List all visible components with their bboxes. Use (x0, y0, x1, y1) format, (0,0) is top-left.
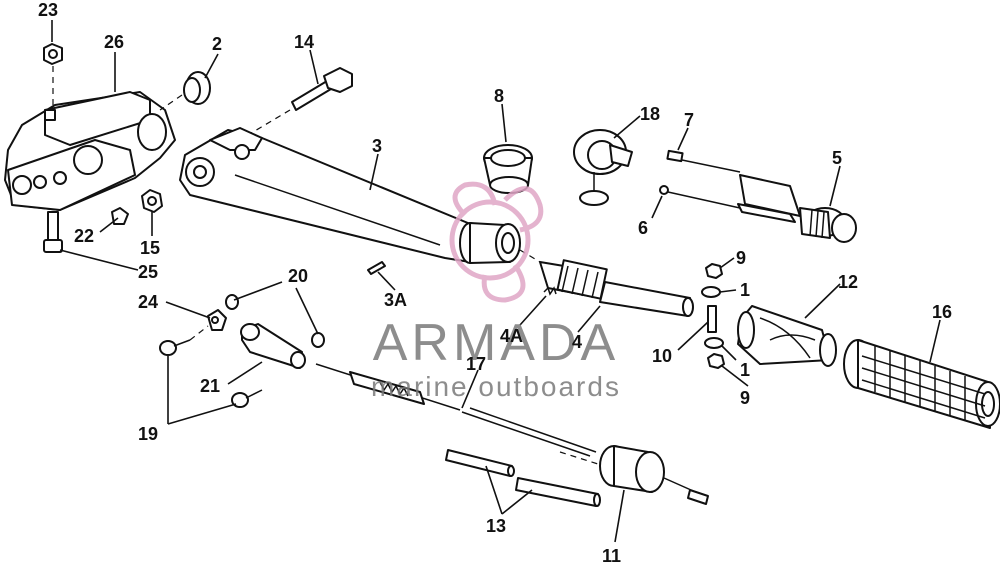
part-1-washer-upper (701, 286, 721, 298)
callout-8: 8 (494, 86, 504, 106)
callout-25: 25 (138, 262, 158, 282)
callout-3A: 3A (384, 290, 407, 310)
part-6-wire (659, 185, 741, 209)
callout-3: 3 (372, 136, 382, 156)
callout-16: 16 (932, 302, 952, 322)
callout-23: 23 (38, 0, 58, 20)
callout-4A: 4A (500, 326, 523, 346)
callout-13: 13 (486, 516, 506, 536)
callout-22: 22 (74, 226, 94, 246)
part-25-bolt (43, 211, 63, 253)
part-18-clamp (573, 129, 633, 206)
watermark-brand: ARMADA (373, 314, 619, 372)
part-24-bracket (207, 309, 227, 331)
part-3A-pin (367, 261, 386, 275)
part-5-switch (737, 174, 857, 243)
part-16-handle-grip (843, 339, 1000, 429)
callout-15: 15 (140, 238, 160, 258)
part-10-stud (707, 305, 717, 333)
callout-9-lower: 9 (740, 388, 750, 408)
callout-1-upper: 1 (740, 280, 750, 300)
part-9-nut-lower (707, 353, 725, 369)
part-13-tube-upper (445, 449, 515, 477)
part-14-bolt (247, 67, 353, 136)
part-7-wire (666, 149, 741, 173)
part-2-washer (159, 71, 211, 111)
part-26-bracket (4, 91, 176, 211)
callout-20: 20 (288, 266, 308, 286)
part-15-nut (141, 189, 163, 213)
part-11-cylinder (559, 445, 709, 505)
part-19-screw-lower (231, 389, 263, 408)
part-19-screw-upper (159, 325, 209, 356)
part-1-washer-lower (704, 337, 724, 349)
callout-11: 11 (602, 546, 621, 565)
callout-2: 2 (212, 34, 222, 54)
part-3-tiller-arm (179, 127, 521, 264)
callout-19: 19 (138, 424, 158, 444)
callout-26: 26 (104, 32, 124, 52)
part-21-link (240, 323, 306, 369)
callout-9-upper: 9 (736, 248, 746, 268)
part-9-nut-upper (705, 263, 723, 279)
part-17-cable (315, 363, 597, 457)
callout-12: 12 (838, 272, 858, 292)
part-8-bushing (483, 144, 533, 194)
callout-17: 17 (466, 354, 486, 374)
part-13-tube-lower (515, 477, 601, 507)
part-23-nut (43, 43, 63, 108)
callout-24: 24 (138, 292, 158, 312)
callout-6: 6 (638, 218, 648, 238)
callout-5: 5 (832, 148, 842, 168)
callout-21: 21 (200, 376, 220, 396)
watermark-logo (449, 181, 544, 303)
callout-7: 7 (684, 110, 694, 130)
part-4-throttle-shaft (519, 249, 694, 317)
callout-14: 14 (294, 32, 314, 52)
leader-lines (51, 20, 941, 543)
callout-1-lower: 1 (740, 360, 750, 380)
watermark: ARMADA marine outboards (371, 181, 621, 402)
watermark-tagline: marine outboards (371, 371, 621, 402)
callout-18: 18 (640, 104, 660, 124)
part-12-grip-sleeve (737, 305, 837, 367)
callout-10: 10 (652, 346, 672, 366)
callout-4: 4 (572, 332, 582, 352)
part-4A-spring (543, 286, 557, 296)
callout-labels: 23 26 2 14 3 8 18 7 5 6 9 1 12 16 22 15 … (38, 0, 952, 565)
